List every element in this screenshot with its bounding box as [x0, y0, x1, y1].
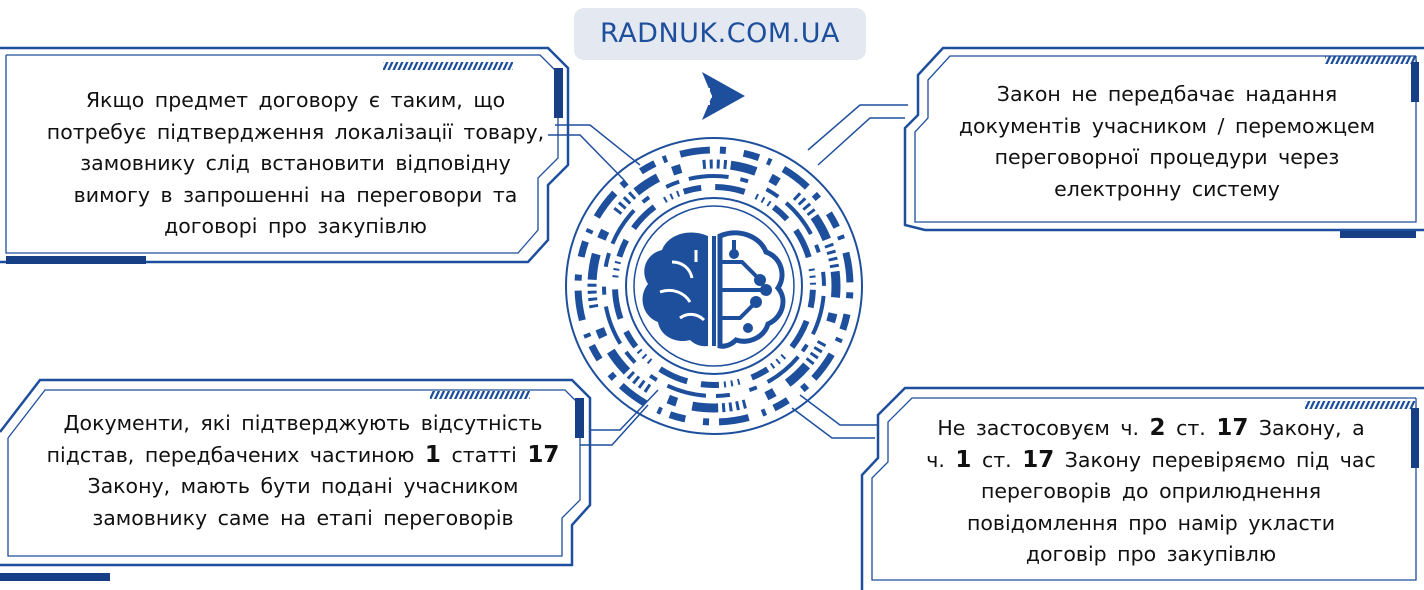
text-fragment: Закону, а	[1258, 416, 1365, 440]
text-line: потребує підтвердження локалізації товар…	[46, 119, 545, 144]
text-line: підстав, передбачених частиною 1 статті …	[18, 440, 588, 472]
bold-number: 17	[1216, 415, 1249, 441]
text-line: переговорів до оприлюднення	[980, 479, 1322, 503]
text-line: ч. 1 ст. 17 Закону перевіряємо під час	[892, 445, 1410, 477]
box-bottom-right-text: Не застосовуєм ч. 2 ст. 17 Закону, а ч. …	[892, 413, 1410, 571]
bold-number: 1	[955, 446, 972, 473]
text-fragment: ч.	[926, 447, 945, 472]
text-line: документів учасником / переможцем	[958, 113, 1376, 138]
text-line: замовнику саме на етапі переговорів	[92, 505, 514, 530]
text-line: договір про закупівлю	[1025, 542, 1277, 566]
bold-number: 2	[1149, 415, 1166, 441]
brain-circuit-icon	[642, 230, 786, 349]
site-label[interactable]: RADNUK.COM.UA	[574, 8, 866, 60]
play-chevron-logo	[700, 72, 745, 120]
box-bottom-left-text: Документи, які підтверджують відсутність…	[18, 408, 588, 534]
text-fragment: статті	[451, 442, 517, 467]
text-fragment: ст.	[1176, 416, 1206, 440]
text-line: повідомлення про намір укласти	[966, 510, 1336, 535]
text-fragment: Закону перевіряємо під час	[1064, 447, 1376, 472]
text-line: електронну систему	[1054, 176, 1280, 201]
text-line: Якщо предмет договору є таким, що	[85, 88, 506, 112]
text-line: вимогу в запрошенні на переговори та	[73, 182, 518, 207]
text-fragment: підстав, передбачених частиною	[46, 442, 415, 467]
bold-number: 17	[1022, 446, 1055, 473]
text-line: Документи, які підтверджують відсутність	[63, 411, 543, 435]
frame-bottom-right	[791, 386, 1424, 590]
text-fragment: ст.	[981, 447, 1012, 472]
text-fragment: Не застосовуєм ч.	[937, 416, 1139, 440]
text-line: переговорної процедури через	[994, 145, 1340, 169]
frame-top-right	[807, 46, 1424, 238]
bold-number: 17	[527, 441, 560, 468]
text-line: договорі про закупівлю	[164, 214, 427, 238]
text-line: замовнику слід встановити відповідну	[80, 151, 511, 175]
text-line: Не застосовуєм ч. 2 ст. 17 Закону, а	[892, 413, 1410, 445]
text-line: Закону, мають бути подані учасником	[87, 474, 519, 498]
frame-top-left	[0, 46, 641, 264]
bold-number: 1	[424, 441, 441, 468]
text-line: Закон не передбачає надання	[996, 82, 1338, 106]
box-top-left-text: Якщо предмет договору є таким, що потреб…	[18, 85, 573, 243]
box-top-right-text: Закон не передбачає надання документів у…	[928, 79, 1406, 205]
